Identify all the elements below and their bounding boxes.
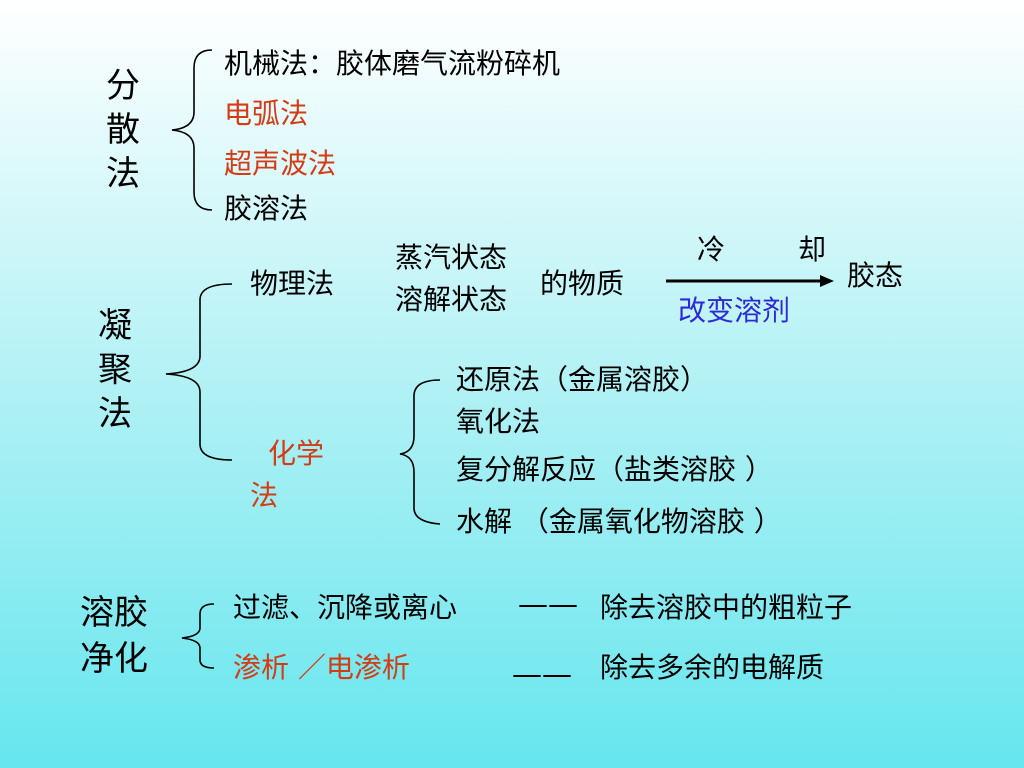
chemical-method-label-line2: 法: [250, 479, 279, 512]
title-char: 聚: [98, 350, 132, 390]
purification-purpose-electrolyte: 除去多余的电解质: [600, 651, 825, 684]
dispersion-method-arc: 电弧法: [224, 97, 309, 130]
dispersion-method-peptization: 胶溶法: [224, 192, 309, 225]
colloid-state-result: 胶态: [847, 259, 904, 292]
condensation-brace: [165, 283, 233, 461]
title-char: 散: [106, 110, 140, 150]
cooling-arrow-head: [820, 275, 834, 287]
chemical-method-hydrolysis: 水解 （金属氧化物溶胶 ）: [456, 505, 782, 538]
title-char: 凝: [98, 306, 132, 346]
dispersion-title: 分 散 法: [103, 64, 143, 196]
arrow-label-down: 却: [798, 233, 827, 266]
purification-dash-1: ——: [518, 587, 578, 622]
chemical-method-label-line1: 化学: [268, 437, 325, 470]
substance-label: 的物质: [540, 267, 625, 300]
title-char: 法: [106, 154, 140, 194]
purification-purpose-coarse: 除去溶胶中的粗粒子: [600, 591, 853, 624]
arrow-label-change-solvent: 改变溶剂: [678, 294, 791, 327]
arrow-label-cool: 冷: [697, 233, 726, 266]
purification-method-dialysis: 渗析 ／电渗析: [233, 651, 410, 684]
dispersion-brace: [171, 49, 213, 211]
purification-title-line1: 溶胶: [80, 593, 148, 633]
chemical-method-reduction: 还原法（金属溶胶）: [456, 363, 709, 396]
dispersion-method-mechanical: 机械法：胶体磨气流粉碎机: [224, 47, 561, 80]
title-char: 分: [106, 66, 140, 106]
condensation-title: 凝 聚 法: [95, 304, 135, 436]
chemical-brace: [399, 379, 441, 525]
state-solution: 溶解状态: [395, 283, 508, 316]
title-char: 法: [98, 394, 132, 434]
purification-brace: [181, 603, 215, 669]
purification-method-filtration: 过滤、沉降或离心: [233, 591, 458, 624]
purification-title-line2: 净化: [80, 639, 148, 679]
physical-method-label: 物理法: [250, 267, 335, 300]
state-vapor: 蒸汽状态: [395, 241, 508, 274]
purification-dash-2: ——: [512, 657, 572, 692]
dispersion-method-ultrasonic: 超声波法: [224, 147, 337, 180]
chemical-method-oxidation: 氧化法: [456, 405, 541, 438]
chemical-method-double-decomposition: 复分解反应（盐类溶胶 ）: [456, 453, 773, 486]
